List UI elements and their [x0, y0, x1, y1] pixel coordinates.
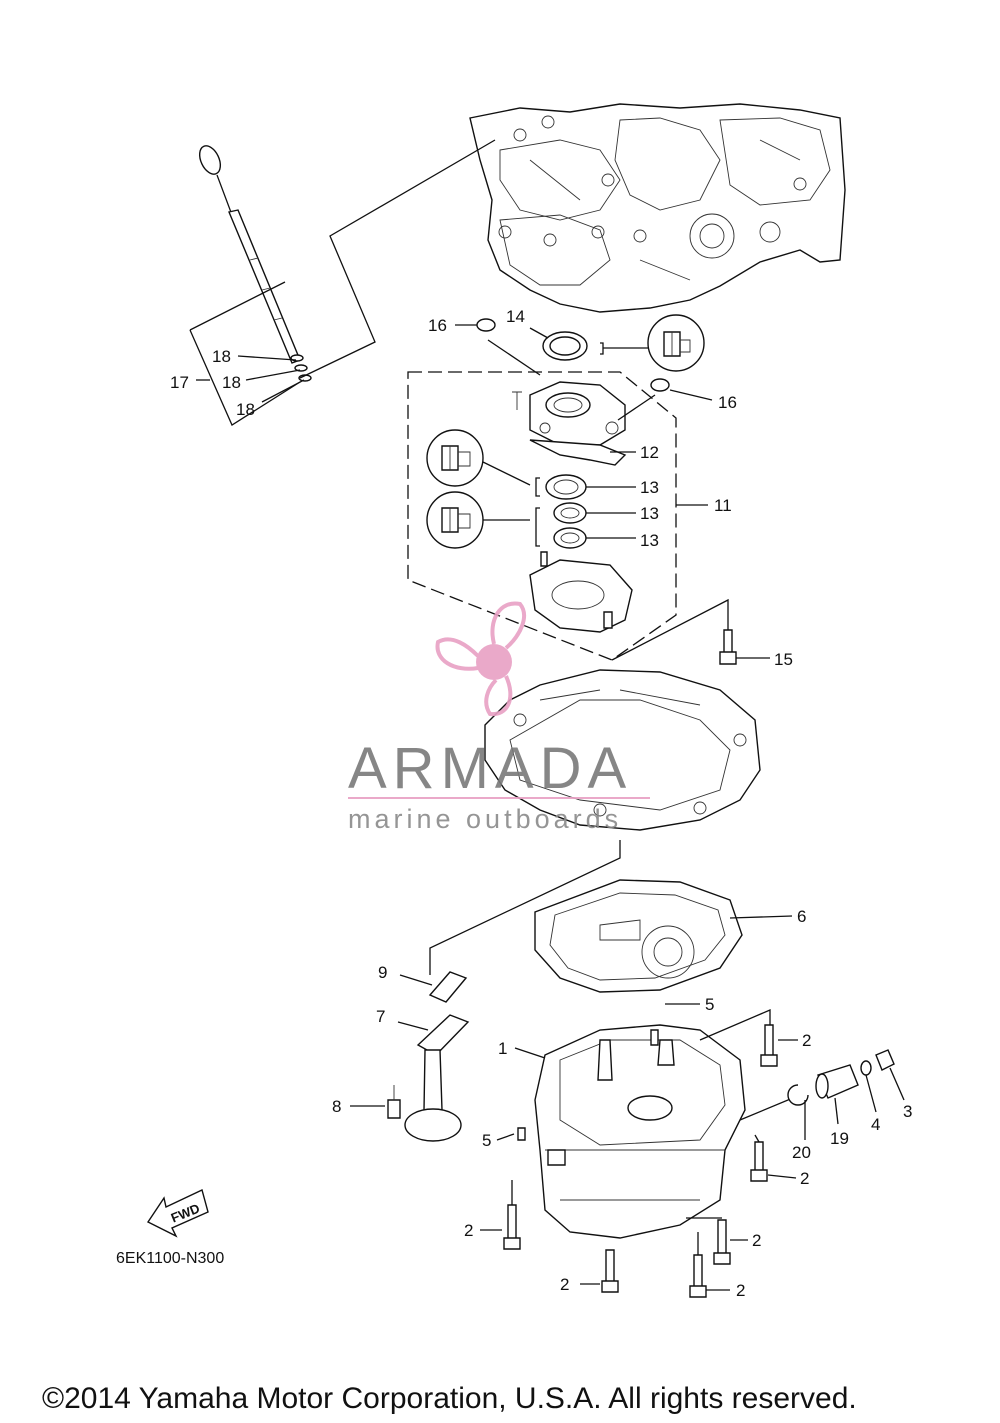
callout-16-left: 16	[428, 316, 447, 335]
gasket-4	[860, 1060, 872, 1076]
callout-labels: 16 14 16 12 13 11 13 13 15 18 17 18 18 6…	[170, 307, 912, 1300]
propeller-logo-icon	[435, 601, 526, 717]
callout-2-e: 2	[560, 1275, 569, 1294]
callout-18-a: 18	[212, 347, 231, 366]
part-code: 6EK1100-N300	[116, 1250, 224, 1267]
callout-11: 12	[640, 443, 659, 462]
lower-seal-housing	[529, 551, 633, 633]
o-ring-16-right	[650, 378, 670, 392]
callout-18-b: 18	[222, 373, 241, 392]
callout-3: 3	[903, 1102, 912, 1121]
exhaust-guide-illustration	[484, 669, 761, 831]
callout-5-top: 5	[705, 995, 714, 1014]
copyright-notice: ©2014 Yamaha Motor Corporation, U.S.A. A…	[42, 1382, 857, 1415]
drain-plug-3	[875, 1049, 895, 1071]
callout-12: 13	[640, 478, 659, 497]
oil-dipstick	[198, 145, 312, 382]
o-ring-16-left	[476, 318, 496, 332]
oil-seal-13-lower	[553, 527, 587, 549]
callout-4: 4	[871, 1115, 880, 1134]
strainer-gasket-9	[428, 971, 468, 1003]
callout-5-mid: 5	[482, 1131, 491, 1150]
callout-16-right: 16	[718, 393, 737, 412]
callout-13-lower: 13	[640, 531, 659, 550]
upper-case-housing	[529, 381, 626, 446]
callout-6: 6	[797, 907, 806, 926]
oil-seal-13-upper	[553, 502, 587, 524]
callout-8: 8	[332, 1097, 341, 1116]
callout-14: 14	[506, 307, 525, 326]
callout-7: 7	[376, 1007, 385, 1026]
callout-19: 19	[830, 1129, 849, 1148]
circlip-20	[787, 1084, 809, 1106]
bolt-15	[719, 629, 737, 665]
armada-watermark: ARMADA marine outboards	[348, 601, 650, 834]
callout-15: 15	[774, 650, 793, 669]
callout-2-b: 2	[800, 1169, 809, 1188]
callout-20: 20	[792, 1143, 811, 1162]
callout-2-f: 2	[736, 1281, 745, 1300]
bolt-8	[387, 1085, 401, 1119]
oil-strainer-7	[404, 1014, 470, 1142]
callout-9: 9	[378, 963, 387, 982]
callout-2-d: 2	[752, 1231, 761, 1250]
engine-block-illustration	[469, 103, 846, 313]
seal-detail-bubble-mid	[426, 429, 484, 487]
callout-17: 17	[170, 373, 189, 392]
gasket-11	[529, 439, 627, 466]
callout-10: 11	[714, 496, 732, 515]
assembly-10-boundary	[407, 371, 677, 661]
dipstick-leader-line	[299, 139, 496, 379]
forward-direction-icon: FWD	[146, 1189, 209, 1238]
oil-pan-gasket	[534, 879, 743, 993]
drain-fitting-19	[815, 1064, 859, 1099]
seal-detail-bubble-low	[426, 491, 484, 549]
callout-18-c: 18	[236, 400, 255, 419]
callout-2-c: 2	[464, 1221, 473, 1240]
oil-pan-bolts	[503, 1024, 778, 1298]
callout-13-upper: 13	[640, 504, 659, 523]
callout-2-a: 2	[802, 1031, 811, 1050]
oil-pan-illustration	[517, 1024, 746, 1239]
watermark-tagline: marine outboards	[348, 804, 622, 834]
watermark-brand: ARMADA	[348, 736, 632, 801]
oil-seal-14	[542, 331, 588, 361]
oil-seal-12	[545, 474, 587, 500]
callout-1: 1	[498, 1039, 507, 1058]
seal-detail-bubble-top	[647, 314, 705, 372]
